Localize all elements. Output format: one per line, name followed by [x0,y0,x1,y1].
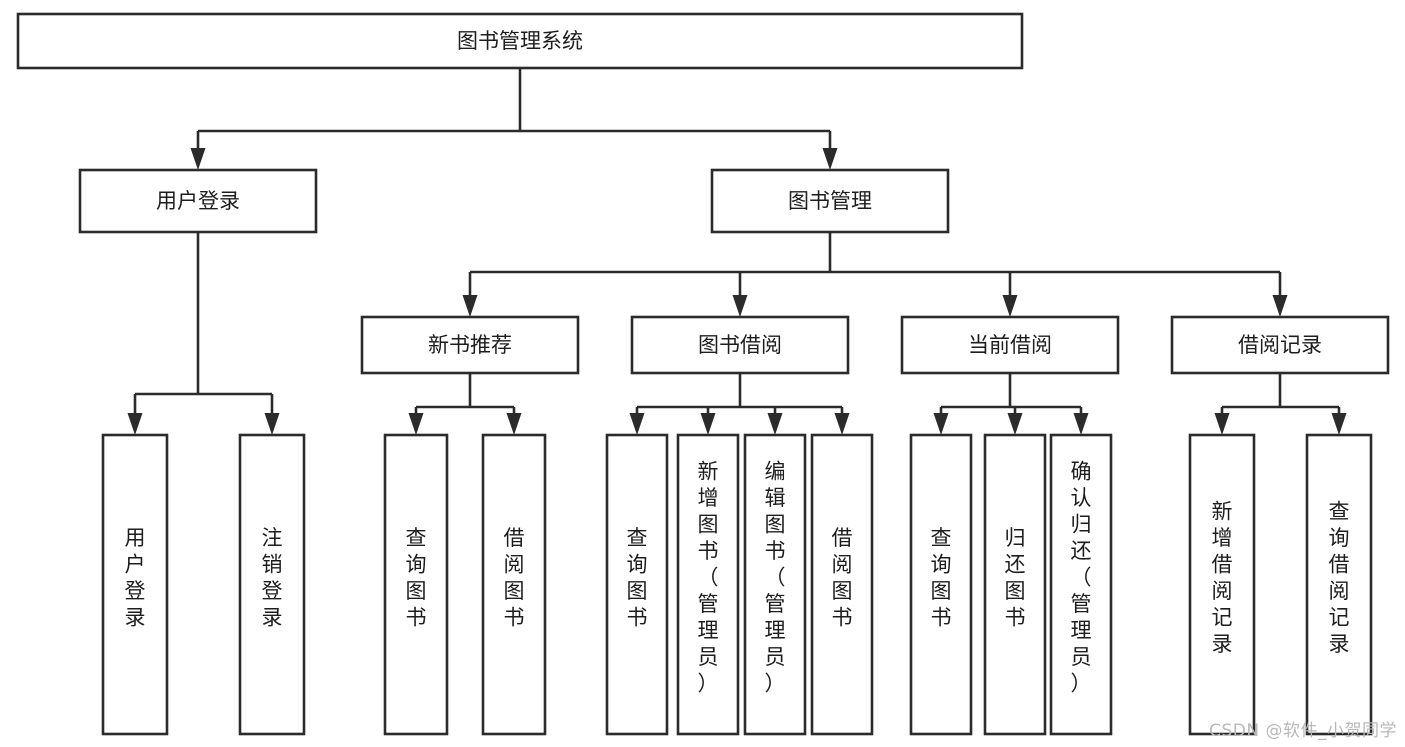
csdn-watermark: CSDN @软件_小贺同学 [1209,721,1397,741]
node-box [676,433,740,736]
arrow-head-icon [933,413,949,435]
node-label: 图书借阅 [698,333,782,357]
arrow-head-icon [408,413,424,435]
node-label: 查询图书 [406,526,427,630]
arrow-head-icon [1331,413,1347,435]
node-label: 新书推荐 [428,333,512,357]
node-box [78,168,318,234]
arrow-head-icon [1214,413,1230,435]
node-label: 图书管理 [788,189,872,213]
nodes-layer: 图书管理系统用户登录图书管理新书推荐图书借阅当前借阅借阅记录用户登录注销登录查询… [16,12,1390,736]
node-label: 查询图书 [627,526,648,630]
node-box [1305,433,1373,736]
node-label: 用户登录 [156,189,240,213]
arrow-head-icon [767,413,783,435]
node-leaf-confirm-return[interactable]: 确认归还（管理员） [1049,433,1113,736]
node-root[interactable]: 图书管理系统 [16,12,1024,70]
node-leaf-query-book-3[interactable]: 查询图书 [909,433,973,736]
node-box [481,433,547,736]
node-box [900,315,1120,375]
node-label: 查询借阅记录 [1329,499,1350,656]
node-label: 注销登录 [262,526,283,630]
node-leaf-borrow-book-1[interactable]: 借阅图书 [481,433,547,736]
arrow-head-icon [732,295,748,317]
node-box [101,433,169,736]
arrow-head-icon [462,295,478,317]
arrow-head-icon [506,413,522,435]
node-box [16,12,1024,70]
arrow-head-icon [1272,295,1288,317]
node-box [1188,433,1256,736]
node-leaf-user-logout[interactable]: 注销登录 [238,433,306,736]
node-book-borrow[interactable]: 图书借阅 [630,315,850,375]
node-label: 借阅记录 [1238,333,1322,357]
node-leaf-return-book[interactable]: 归还图书 [983,433,1047,736]
connectors-layer [127,68,1347,435]
node-label: 查询图书 [931,526,952,630]
node-leaf-edit-book[interactable]: 编辑图书（管理员） [743,433,807,736]
node-box [383,433,449,736]
node-new-book-recommend[interactable]: 新书推荐 [360,315,580,375]
arrow-head-icon [700,413,716,435]
node-box [1170,315,1390,375]
node-leaf-borrow-book-2[interactable]: 借阅图书 [810,433,874,736]
node-leaf-query-book-2[interactable]: 查询图书 [605,433,669,736]
node-box [743,433,807,736]
node-label: 当前借阅 [968,333,1052,357]
arrow-head-icon [1002,295,1018,317]
node-label: 编辑图书（管理员） [765,460,786,696]
node-label: 用户登录 [125,526,146,630]
node-box [605,433,669,736]
arrow-head-icon [190,148,206,170]
node-label: 归还图书 [1005,526,1026,630]
node-leaf-query-book-1[interactable]: 查询图书 [383,433,449,736]
arrow-head-icon [834,413,850,435]
node-leaf-query-record[interactable]: 查询借阅记录 [1305,433,1373,736]
node-book-manage[interactable]: 图书管理 [710,168,950,234]
arrow-head-icon [264,413,280,435]
node-leaf-add-record[interactable]: 新增借阅记录 [1188,433,1256,736]
node-box [1049,433,1113,736]
node-label: 图书管理系统 [457,29,583,53]
node-label: 新增图书（管理员） [698,460,719,696]
node-borrow-record[interactable]: 借阅记录 [1170,315,1390,375]
node-label: 确认归还（管理员） [1071,460,1092,696]
node-box [909,433,973,736]
arrow-head-icon [822,148,838,170]
arrow-head-icon [629,413,645,435]
node-label: 借阅图书 [832,526,853,630]
node-user-login[interactable]: 用户登录 [78,168,318,234]
arrow-head-icon [127,413,143,435]
node-box [360,315,580,375]
node-box [238,433,306,736]
node-label: 借阅图书 [504,526,525,630]
node-current-borrow[interactable]: 当前借阅 [900,315,1120,375]
arrow-head-icon [1073,413,1089,435]
node-leaf-add-book[interactable]: 新增图书（管理员） [676,433,740,736]
node-leaf-user-login[interactable]: 用户登录 [101,433,169,736]
arrow-head-icon [1007,413,1023,435]
node-box [630,315,850,375]
node-label: 新增借阅记录 [1212,499,1233,656]
node-box [710,168,950,234]
node-box [983,433,1047,736]
node-box [810,433,874,736]
